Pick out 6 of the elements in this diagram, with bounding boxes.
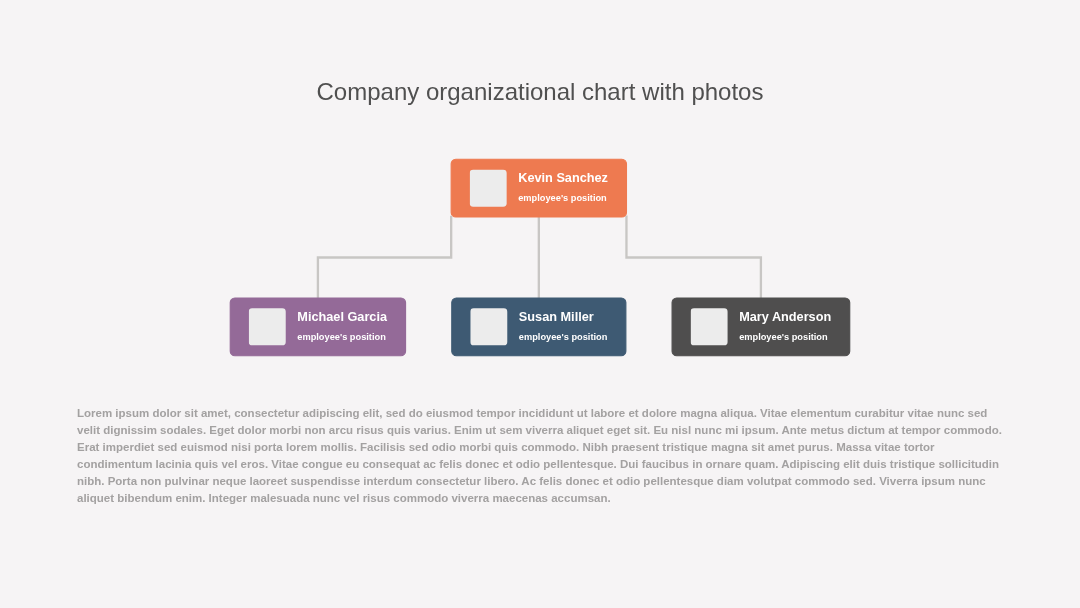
body-paragraph: Lorem ipsum dolor sit amet, consectetur adipiscing elit, sed do eiusmod tempor incididunt ut labore et dolore magna aliqua. Vitae elementum curabitur vitae nunc sed velit dignissim sodales. Eget dolor morbi non arcu risus quis varius. Enim ut sem viverra aliquet eget sit. Eu nisl nunc mi ipsum. Ante metus dictum at tempor commodo. Erat imperdiet sed euismod nisi porta lorem mollis. Facilisis sed odio morbi quis commodo. Nibh praesent tristique magna sit amet purus. Massa vitae tortor condimentum lacinia quis vel eros. Vitae congue eu consequat ac felis donec et odio pellentesque. Dui faucibus in ornare quam. Adipiscing elit duis tristique sollicitudin nibh. Porta non pulvinar neque laoreet suspendisse interdum consectetur libero. Ac felis donec et odio pellentesque diam volutpat commodo sed. Viverra ipsum nunc aliquet bibendum enim. Integer malesuada nunc vel risus commodo viverra maecenas accumsan. (77, 406, 1002, 506)
node-box: Susan Miller employee's position (451, 297, 627, 357)
chart-title: Company organizational chart with photos (315, 78, 765, 106)
node-box: Michael Garcia employee's position (229, 297, 407, 357)
node-box: Mary Anderson employee's position (671, 297, 851, 357)
node-box: Kevin Sanchez employee's position (450, 158, 628, 218)
